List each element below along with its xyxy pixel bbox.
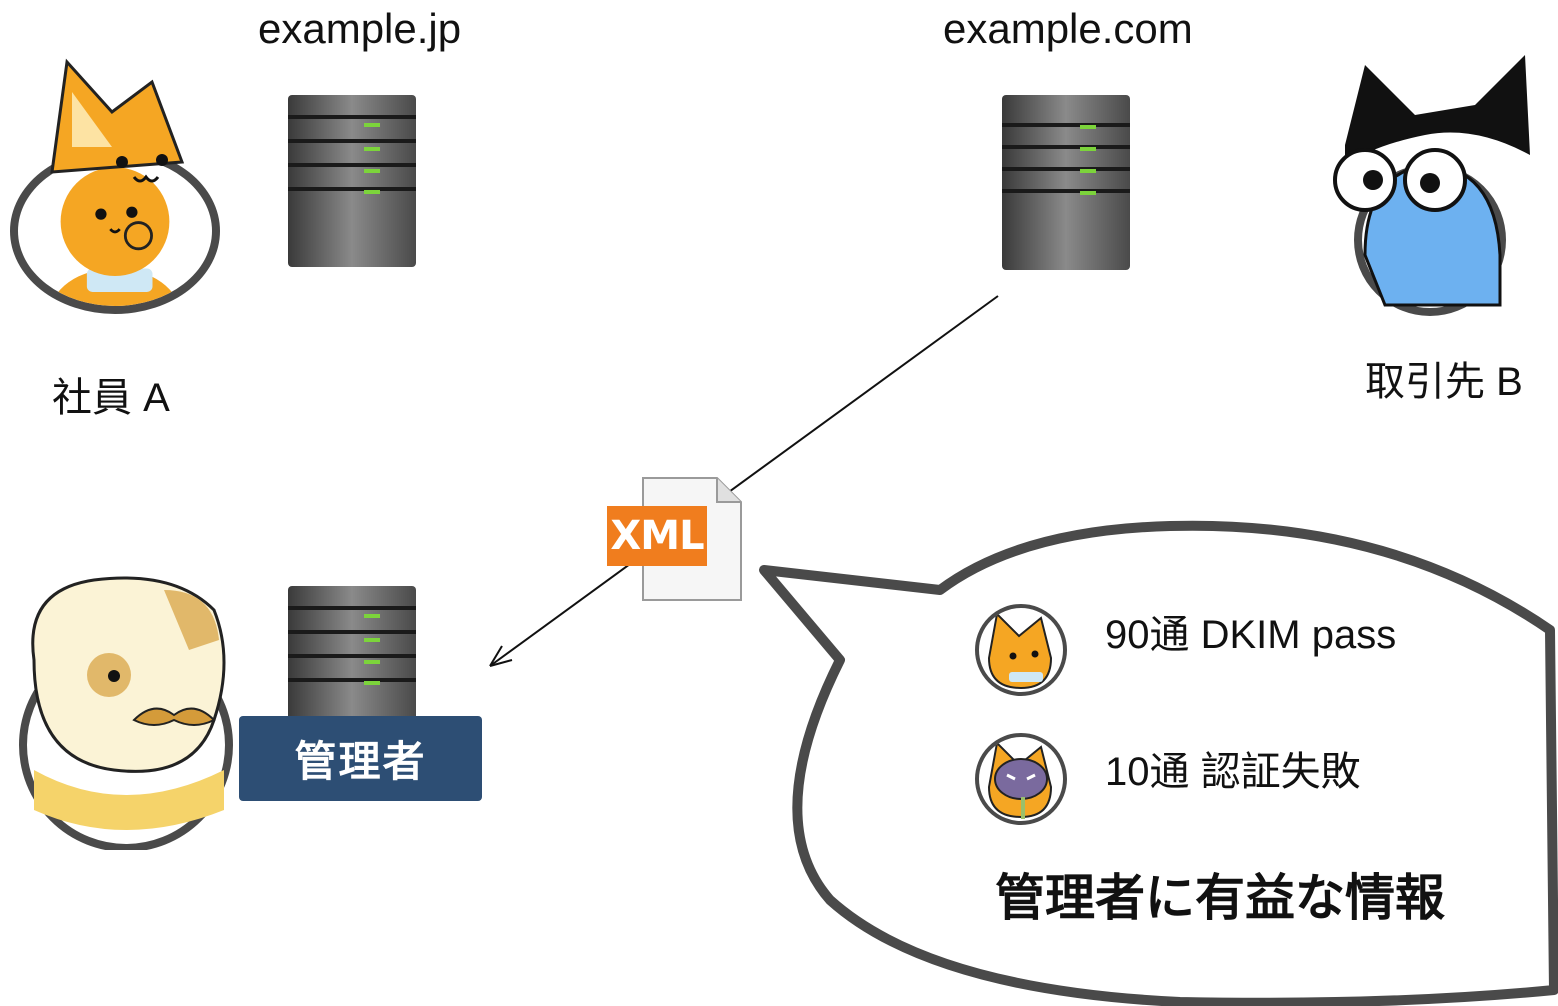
bubble-line-pass: 90通 DKIM pass xyxy=(1105,613,1397,657)
bubble-title: 管理者に有益な情報 xyxy=(995,870,1445,926)
bubble-line-fail: 10通 認証失敗 xyxy=(1105,750,1361,794)
xml-label: XML xyxy=(610,513,704,559)
purple-cat-icon xyxy=(987,740,1053,819)
server-admin xyxy=(288,586,416,726)
server-icon xyxy=(288,95,416,267)
server-icon xyxy=(1002,95,1130,270)
report-arrow xyxy=(489,295,999,667)
orange-cat-icon xyxy=(987,611,1053,690)
xml-report-icon: XML xyxy=(605,476,745,609)
domain-label-com: example.com xyxy=(943,5,1193,52)
dog-icon xyxy=(19,576,233,852)
server-com xyxy=(1002,95,1130,270)
employee-label: 社員 A xyxy=(52,376,170,420)
admin-badge: 管理者 xyxy=(239,716,482,801)
domain-label-jp: example.jp xyxy=(258,5,462,52)
employee-avatar xyxy=(10,148,220,314)
arrow-head-icon xyxy=(489,645,513,667)
server-jp xyxy=(288,95,416,267)
xml-file-icon xyxy=(607,477,742,601)
employee-cat-ears xyxy=(50,58,185,183)
admin-avatar xyxy=(14,570,239,852)
partner-label: 取引先 B xyxy=(1365,360,1523,404)
pass-sender-avatar xyxy=(975,604,1067,696)
partner-avatar xyxy=(1325,55,1535,320)
speech-bubble xyxy=(759,520,1558,1006)
fail-sender-avatar xyxy=(975,733,1067,825)
orange-cat-icon xyxy=(50,167,180,306)
blue-cat-icon xyxy=(1333,55,1530,316)
server-icon xyxy=(288,586,416,726)
